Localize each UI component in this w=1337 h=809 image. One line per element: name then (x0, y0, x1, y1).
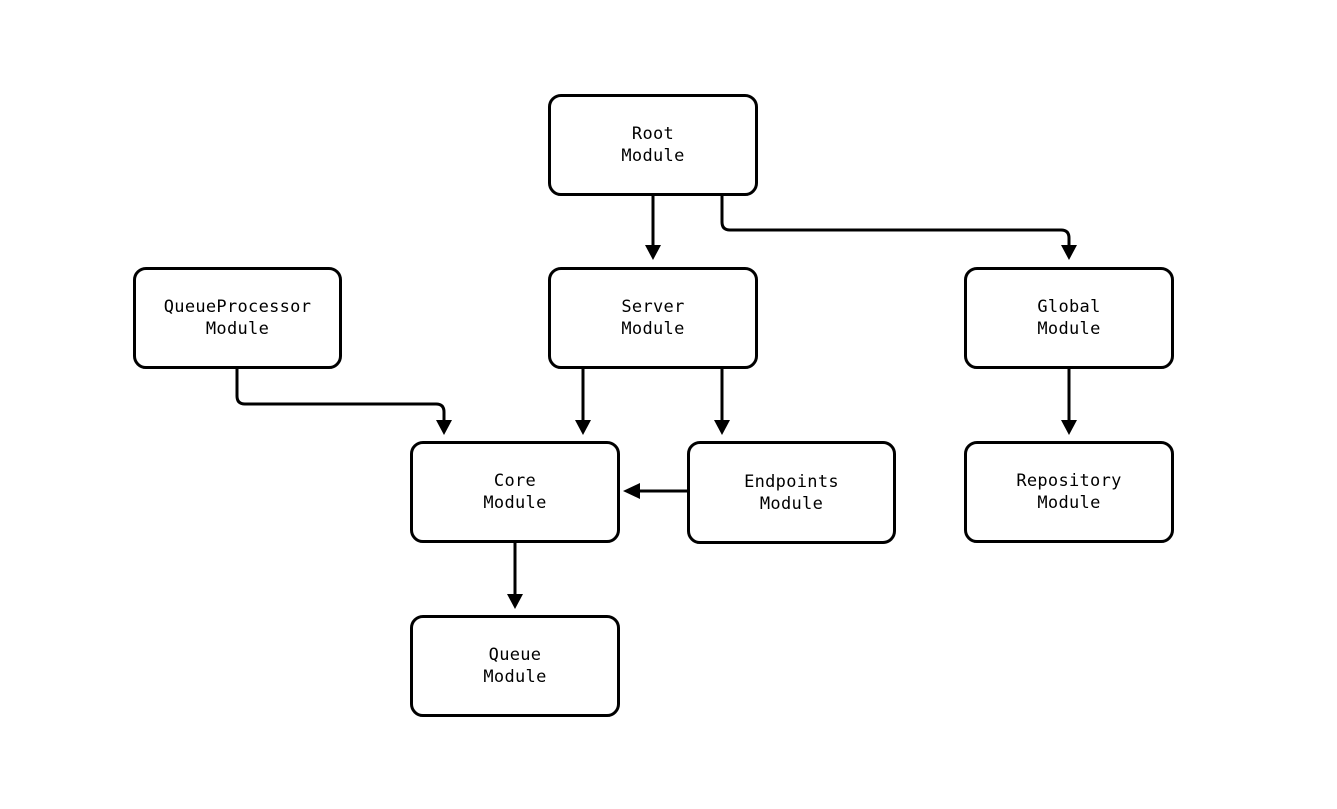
edge-root-to-server (645, 196, 661, 260)
node-queueprocessor[interactable]: QueueProcessor Module (133, 267, 342, 369)
edge-global-to-repository (1061, 369, 1077, 435)
node-root-label-line2: Module (621, 146, 685, 166)
node-server-label-line2: Module (621, 319, 685, 339)
node-global-label-line2: Module (1037, 319, 1101, 339)
node-root-label-line1: Root (631, 124, 675, 144)
node-endpoints-label-line1: Endpoints (744, 471, 839, 492)
node-server-label-line1: Server (621, 297, 685, 317)
node-queue[interactable]: Queue Module (410, 615, 620, 717)
edge-root-to-global (720, 196, 1077, 260)
node-queueprocessor-label-line1: QueueProcessor (163, 297, 312, 317)
node-core[interactable]: Core Module (410, 441, 620, 543)
node-global-label-line1: Global (1037, 297, 1101, 317)
node-queue-label-line1: Queue (488, 645, 542, 665)
edge-server-to-core (575, 369, 591, 435)
node-queueprocessor-label-line2: Module (205, 319, 270, 339)
node-repository-label-line2: Module (1037, 493, 1101, 513)
node-queue-label-line2: Module (483, 667, 547, 687)
node-server[interactable]: Server Module (548, 267, 758, 369)
node-repository-label-line1: Repository (1016, 471, 1122, 491)
node-core-label-line2: Module (483, 493, 547, 513)
node-endpoints-label-line2: Module (759, 493, 824, 514)
edge-endpoints-to-core (623, 483, 687, 499)
node-core-label-line1: Core (493, 471, 537, 491)
edge-queueprocessor-to-core (235, 369, 452, 435)
node-global[interactable]: Global Module (964, 267, 1174, 369)
edge-core-to-queue (507, 543, 523, 609)
node-endpoints[interactable]: Endpoints Module (687, 441, 896, 544)
node-root[interactable]: Root Module (548, 94, 758, 196)
node-repository[interactable]: Repository Module (964, 441, 1174, 543)
edge-server-to-endpoints (714, 369, 730, 435)
